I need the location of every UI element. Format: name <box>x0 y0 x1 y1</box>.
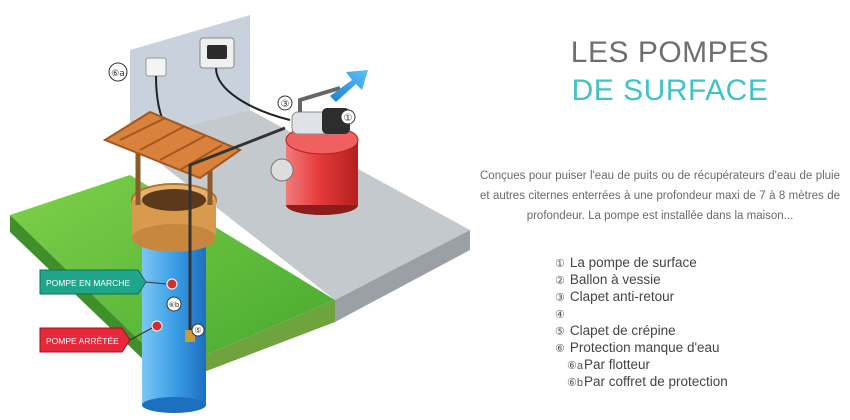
callout-3-label: ③ <box>281 99 290 110</box>
well-roof <box>102 110 243 180</box>
callout-1: ① <box>340 109 356 125</box>
strainer-valve <box>185 330 195 342</box>
legend-mark: ③ <box>555 292 565 304</box>
legend-mark: ⑥b <box>567 377 583 389</box>
legend-item-3: ③ Clapet anti-retour <box>555 288 825 305</box>
callout-6a: ⑥a <box>108 62 128 82</box>
legend-label: Par coffret de protection <box>583 374 728 389</box>
legend-mark: ⑥a <box>567 360 583 372</box>
legend-mark: ④ <box>555 309 565 321</box>
callout-3: ③ <box>277 95 293 111</box>
page-title-line-2: DE SURFACE <box>571 74 769 107</box>
badge-pump-stopped: POMPE ARRÊTÉE <box>39 327 153 353</box>
legend-mark: ① <box>555 258 565 270</box>
legend-label: Ballon à vessie <box>569 272 661 287</box>
electric-cable-pump <box>215 67 291 121</box>
legend-mark: ② <box>555 275 565 287</box>
legend-mark: ⑥ <box>555 343 565 355</box>
legend-item-6b: ⑥bPar coffret de protection <box>555 373 825 390</box>
badge-pump-running-label: POMPE EN MARCHE <box>46 278 130 288</box>
badge-pump-running: POMPE EN MARCHE <box>39 269 167 295</box>
callout-5-label: ⑤ <box>194 326 201 335</box>
suction-pipe <box>188 126 286 332</box>
float-switch <box>166 278 178 290</box>
legend-item-6a: ⑥aPar flotteur <box>555 356 825 373</box>
legend-label: Clapet anti-retour <box>569 289 675 304</box>
wall-socket <box>145 57 167 77</box>
legend-item-2: ② Ballon à vessie <box>555 271 825 288</box>
legend-label: La pompe de surface <box>569 255 697 270</box>
callout-6b-label: ⑥b <box>169 301 180 309</box>
callout-6a-label: ⑥a <box>111 69 125 79</box>
callout-6b: ⑥b <box>166 296 182 312</box>
legend-item-1: ① La pompe de surface <box>555 254 825 271</box>
floor-slab-edge <box>335 230 470 322</box>
callout-1-label: ① <box>344 113 353 124</box>
water-outlet-arrow <box>330 70 368 102</box>
legend-mark: ⑤ <box>555 326 565 338</box>
callout-5: ⑤ <box>191 323 205 337</box>
grass-edge-right <box>170 300 335 385</box>
page-title-line-1: LES POMPES <box>570 36 770 69</box>
legend-item-4: ④ <box>555 305 825 322</box>
legend-label: Par flotteur <box>583 357 651 372</box>
grass-edge <box>10 215 170 385</box>
badge-pump-stopped-label: POMPE ARRÊTÉE <box>46 336 119 346</box>
description-text: Conçues pour puiser l'eau de puits ou de… <box>480 170 840 222</box>
legend-label: Protection manque d'eau <box>569 340 720 355</box>
legend-item-5: ⑤ Clapet de crépine <box>555 322 825 339</box>
float-switch-low <box>151 320 163 332</box>
legend-label: Clapet de crépine <box>569 323 676 338</box>
legend-item-6: ⑥ Protection manque d'eau <box>555 339 825 356</box>
